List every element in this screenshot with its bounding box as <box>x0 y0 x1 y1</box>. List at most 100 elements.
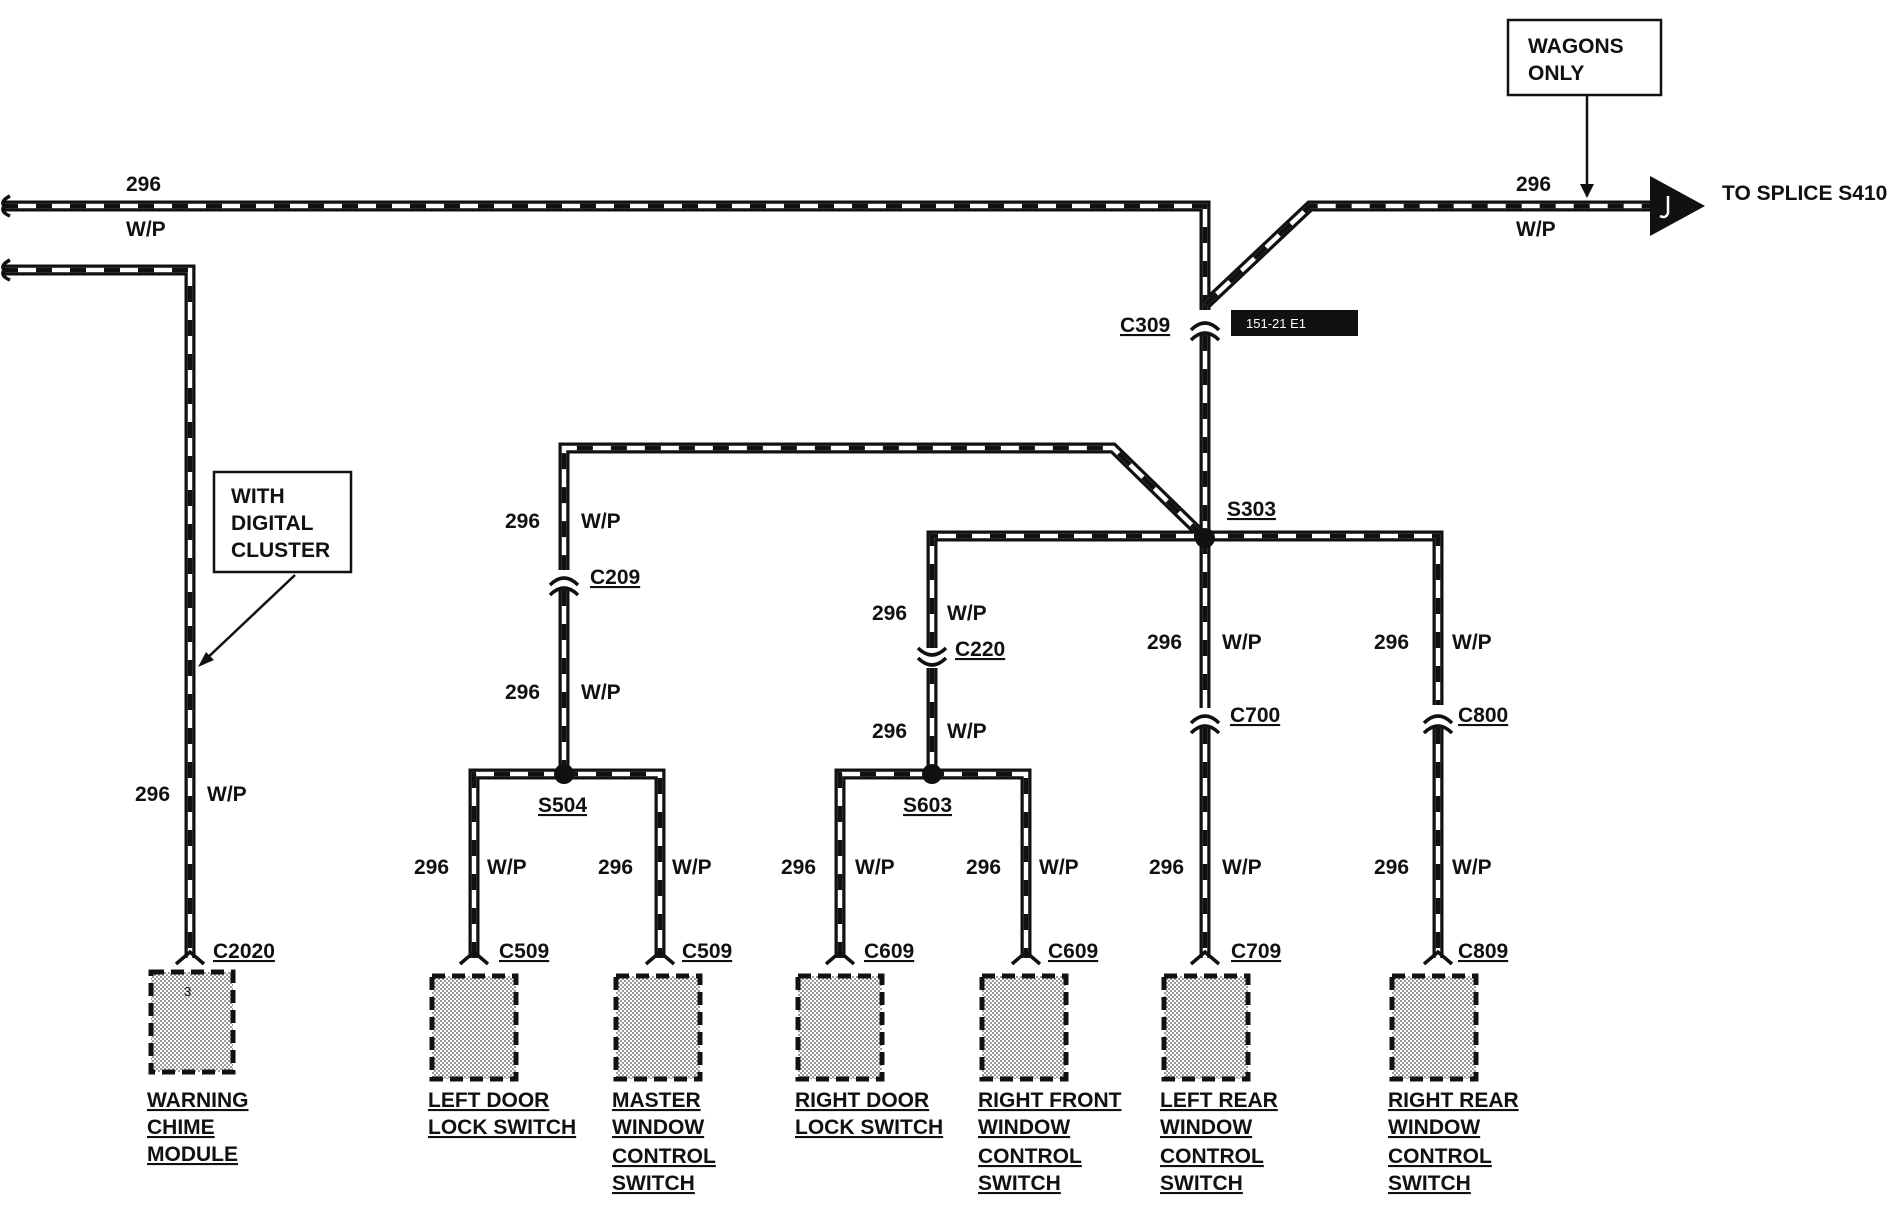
c509-master-chevron <box>644 949 676 966</box>
wire-label-circuit: 296 <box>872 602 907 625</box>
splice-s603-dot <box>922 764 942 784</box>
component-name-line: WINDOW <box>1160 1116 1252 1139</box>
wire-label-circuit: 296 <box>505 681 540 704</box>
note-wagons-box <box>1506 18 1663 97</box>
component-name-line: CHIME <box>147 1116 215 1139</box>
component-name-line: RIGHT REAR <box>1388 1089 1519 1112</box>
component-name-line: CONTROL <box>1388 1145 1492 1168</box>
c309-label[interactable]: C309 <box>1120 314 1170 337</box>
c2020-chevron <box>174 949 206 966</box>
connector-labels: C309 S303 C209 C220 C700 C800 S504 S603 <box>538 314 1508 817</box>
c809-chevron <box>1422 949 1454 966</box>
note-wagons-line1: WAGONS <box>1528 35 1624 58</box>
note-digital-line2: DIGITAL <box>231 512 314 535</box>
wire-end-hook-top <box>1 194 11 218</box>
component-box <box>1161 973 1251 1082</box>
note-wagons-line2: ONLY <box>1528 62 1584 85</box>
s504-label[interactable]: S504 <box>538 794 587 817</box>
wire-end-hook-lower <box>1 258 11 282</box>
component-right-rear-window-control-switch[interactable]: C809 RIGHT REAR WINDOW CONTROL SWITCH <box>1388 940 1519 1195</box>
wire-label-color: W/P <box>1516 218 1556 241</box>
wire-to-splice-s410 <box>1201 200 1655 310</box>
component-name-line: WARNING <box>147 1089 249 1112</box>
splice-s303-dot <box>1195 528 1215 548</box>
component-left-rear-window-control-switch[interactable]: C709 LEFT REAR WINDOW CONTROL SWITCH <box>1160 940 1281 1195</box>
component-right-front-window-control-switch[interactable]: C609 RIGHT FRONT WINDOW CONTROL SWITCH <box>978 940 1122 1195</box>
c700-label[interactable]: C700 <box>1230 704 1280 727</box>
component-right-door-lock-switch[interactable]: C609 RIGHT DOOR LOCK SWITCH <box>795 940 943 1139</box>
component-name-line: LEFT REAR <box>1160 1089 1278 1112</box>
wire-label-color: W/P <box>581 510 621 533</box>
inline-connector-symbols <box>174 321 1454 966</box>
component-connector-label: C609 <box>864 940 914 963</box>
c609-right-front-chevron <box>1010 949 1042 966</box>
wire-label-color: W/P <box>487 856 527 879</box>
wire-labels: 296 W/P 296 W/P 296 W/P 296 W/P 296 W/P … <box>126 173 1556 879</box>
wire-label-circuit: 296 <box>135 783 170 806</box>
wire-label-color: W/P <box>126 218 166 241</box>
c220-symbol <box>916 646 948 667</box>
wire-label-circuit: 296 <box>1374 631 1409 654</box>
component-box <box>795 973 885 1082</box>
component-name-line: SWITCH <box>1160 1172 1243 1195</box>
component-name-line: CONTROL <box>1160 1145 1264 1168</box>
wire-label-color: W/P <box>947 602 987 625</box>
c209-label[interactable]: C209 <box>590 566 640 589</box>
component-master-window-control-switch[interactable]: C509 MASTER WINDOW CONTROL SWITCH <box>612 940 732 1195</box>
component-connector-label: C709 <box>1231 940 1281 963</box>
wire-label-color: W/P <box>207 783 247 806</box>
wire-label-color: W/P <box>1222 631 1262 654</box>
wire-label-circuit: 296 <box>872 720 907 743</box>
c609-right-door-chevron <box>824 949 856 966</box>
component-name-line: WINDOW <box>612 1116 704 1139</box>
component-name-line: WINDOW <box>1388 1116 1480 1139</box>
pin-number: 3 <box>184 984 191 999</box>
component-warning-chime-module[interactable]: 3 C2020 WARNING CHIME MODULE <box>147 940 275 1166</box>
component-name-line: LOCK SWITCH <box>795 1116 943 1139</box>
note-wagons-arrow-icon <box>1580 184 1594 198</box>
wire-label-circuit: 296 <box>126 173 161 196</box>
wire-label-circuit: 296 <box>1147 631 1182 654</box>
wire-label-color: W/P <box>947 720 987 743</box>
note-wagons-only: WAGONS ONLY <box>1506 18 1663 198</box>
wire-label-circuit: 296 <box>598 856 633 879</box>
component-left-door-lock-switch[interactable]: C509 LEFT DOOR LOCK SWITCH <box>428 940 576 1139</box>
connector-code-tag: 151-21 E1 <box>1231 310 1358 336</box>
wire-label-color: W/P <box>1452 631 1492 654</box>
c220-label[interactable]: C220 <box>955 638 1005 661</box>
wire-s303-s504 <box>558 442 1207 570</box>
component-name-line: WINDOW <box>978 1116 1070 1139</box>
component-connector-label: C509 <box>499 940 549 963</box>
s603-label[interactable]: S603 <box>903 794 952 817</box>
component-connector-label: C509 <box>682 940 732 963</box>
wire-label-circuit: 296 <box>414 856 449 879</box>
c700-symbol <box>1189 714 1221 735</box>
component-name-line: SWITCH <box>978 1172 1061 1195</box>
component-connector-label: C809 <box>1458 940 1508 963</box>
connector-code-text: 151-21 E1 <box>1246 316 1306 331</box>
s303-label[interactable]: S303 <box>1227 498 1276 521</box>
component-name-line: LEFT DOOR <box>428 1089 549 1112</box>
destination-j-mark <box>1659 196 1670 219</box>
wire-label-color: W/P <box>581 681 621 704</box>
wire-label-color: W/P <box>855 856 895 879</box>
wire-label-circuit: 296 <box>1374 856 1409 879</box>
c800-label[interactable]: C800 <box>1458 704 1508 727</box>
component-connector-label: C609 <box>1048 940 1098 963</box>
wire-label-color: W/P <box>1222 856 1262 879</box>
component-name-line: RIGHT DOOR <box>795 1089 929 1112</box>
connector-code-box <box>1231 310 1358 336</box>
c709-chevron <box>1189 949 1221 966</box>
note-digital-arrow-icon <box>198 652 214 667</box>
destination-arrow-icon <box>1650 176 1705 236</box>
wire-s303-bus <box>926 530 1444 705</box>
component-box <box>148 969 236 1075</box>
c209-symbol <box>548 576 580 597</box>
component-name-line: SWITCH <box>1388 1172 1471 1195</box>
note-digital-leader <box>202 574 296 663</box>
to-splice-s410[interactable]: TO SPLICE S410 <box>1650 176 1887 236</box>
note-digital-line3: CLUSTER <box>231 539 330 562</box>
component-name-line: MASTER <box>612 1089 701 1112</box>
component-connector-label: C2020 <box>213 940 275 963</box>
